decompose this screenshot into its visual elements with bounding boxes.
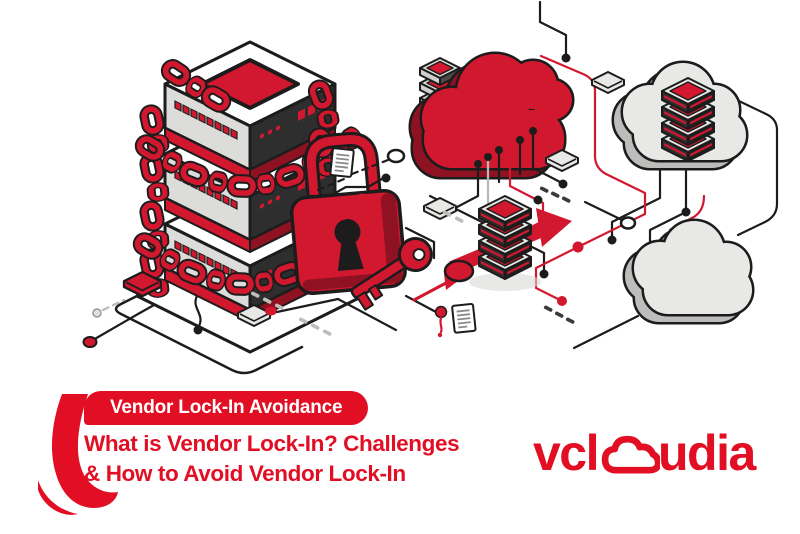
document-icon xyxy=(451,302,477,334)
right-scene xyxy=(404,0,779,350)
node-dot xyxy=(619,216,637,230)
circuit-trace xyxy=(82,270,398,348)
logo-text-prefix: vcl xyxy=(533,425,600,481)
node-dot xyxy=(265,306,277,316)
node-dot xyxy=(355,193,369,207)
brand-logo: vcl udia xyxy=(533,424,756,482)
node-dot xyxy=(193,325,203,335)
gray-cloud-icon xyxy=(625,221,752,322)
key-icon xyxy=(350,237,433,311)
envelope-icon xyxy=(423,197,457,220)
page-title: What is Vendor Lock-In? Challenges & How… xyxy=(84,429,460,489)
node-dot xyxy=(443,259,475,283)
migration-group xyxy=(443,195,572,291)
illustration xyxy=(82,0,779,375)
circuit-trace xyxy=(423,53,691,338)
padlock-icon xyxy=(289,132,407,296)
brand-swoosh-icon xyxy=(38,394,118,515)
migration-arrow-icon xyxy=(536,208,572,247)
envelope-icon xyxy=(591,71,625,94)
server-stack xyxy=(478,195,532,280)
node-dot xyxy=(381,173,391,183)
title-line-2: & How to Avoid Vendor Lock-In xyxy=(84,461,406,486)
circuit-trace xyxy=(304,147,406,221)
document-icon xyxy=(329,147,355,179)
node-dot xyxy=(434,305,448,319)
category-badge: Vendor Lock-In Avoidance xyxy=(84,391,369,425)
left-scene xyxy=(82,40,433,375)
logo-cloud-icon xyxy=(601,435,661,474)
node-dot xyxy=(386,148,406,164)
node-dot xyxy=(82,336,98,348)
cloud-server-stack xyxy=(661,77,715,162)
keyhole xyxy=(334,219,361,246)
logo-text-suffix: udia xyxy=(658,425,756,481)
title-line-1: What is Vendor Lock-In? Challenges xyxy=(84,431,460,456)
node-dot xyxy=(92,308,102,318)
